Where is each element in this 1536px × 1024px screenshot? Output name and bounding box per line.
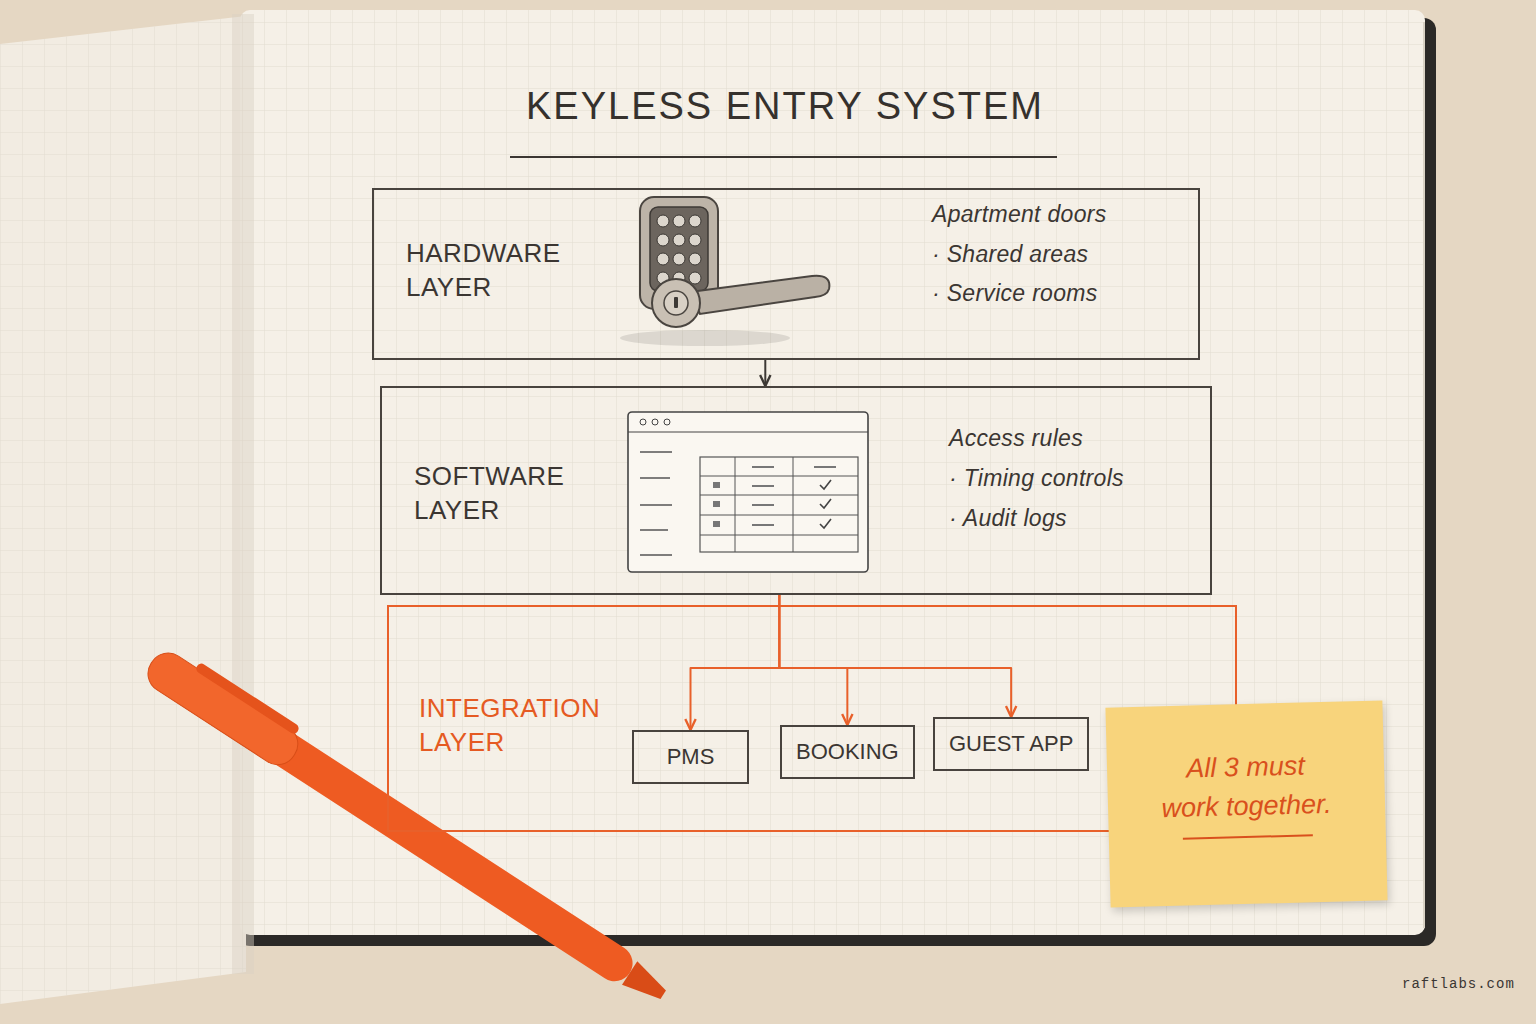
window-bar — [628, 431, 868, 432]
connectors — [691, 360, 1012, 730]
lock-illustration — [620, 197, 829, 346]
layer-item: · Audit logs — [949, 504, 1067, 534]
diagram-title: KEYLESS ENTRY SYSTEM — [526, 84, 1044, 130]
table-square — [713, 501, 720, 507]
system-box: GUEST APP — [933, 717, 1089, 771]
system-name: GUEST APP — [949, 731, 1073, 757]
connector-arrow — [779, 595, 847, 725]
checkmark — [820, 499, 831, 508]
table-dash — [752, 524, 774, 526]
table-row-line — [700, 476, 858, 477]
window-dot — [664, 419, 670, 425]
table-dash — [814, 466, 836, 468]
keypad-button — [689, 234, 701, 246]
table-square — [713, 521, 720, 527]
layer-box: SOFTWARE LAYER Access rules · Timing contr… — [380, 386, 1212, 595]
sidebar-line — [640, 554, 672, 556]
connector-arrow — [691, 595, 780, 730]
lock-cylinder — [664, 291, 688, 315]
layer-item: Access rules — [949, 424, 1083, 454]
table-col-line — [735, 457, 736, 552]
checkmark — [820, 480, 831, 489]
sidebar-line — [640, 477, 670, 479]
keypad-button — [673, 215, 685, 227]
left-page-grid — [0, 16, 246, 1004]
right-page — [240, 10, 1425, 935]
layer-heading: SOFTWARE LAYER — [414, 460, 629, 528]
table-col-line — [793, 457, 794, 552]
connector-arrow — [779, 595, 1011, 717]
table-row-line — [700, 535, 858, 536]
checkmark — [820, 519, 831, 528]
page-edge — [1423, 22, 1425, 928]
dashboard-window — [628, 412, 868, 572]
keypad-button — [689, 253, 701, 265]
table-grid — [700, 457, 858, 552]
window-dot — [640, 419, 646, 425]
left-page — [0, 16, 246, 1004]
keyhole — [674, 297, 678, 308]
lock-shadow — [620, 330, 790, 346]
system-box: PMS — [632, 730, 749, 784]
orange-pen — [141, 640, 678, 1012]
title-underline — [510, 156, 1057, 158]
sticky-note-text: All 3 must work together. — [1154, 746, 1338, 841]
window-dot — [652, 419, 658, 425]
keypad-button — [689, 272, 701, 284]
watermark: raftlabs.com — [1402, 976, 1515, 992]
pen-tip — [622, 961, 671, 1006]
table-row-line — [700, 495, 858, 496]
table-row-line — [700, 515, 858, 516]
right-page-grid — [240, 10, 1425, 935]
pen-clip — [194, 662, 300, 736]
pen-cap — [141, 646, 305, 772]
layer-heading: HARDWARE LAYER — [406, 237, 621, 305]
layer-item: · Shared areas — [932, 240, 1088, 270]
table-marks — [713, 466, 836, 527]
keypad-button — [657, 215, 669, 227]
keypad-button — [673, 253, 685, 265]
checkmarks — [820, 480, 831, 528]
spine-shadow — [232, 14, 254, 974]
sidebar-line — [640, 451, 672, 453]
lock-rose — [652, 279, 700, 327]
layer-item: Apartment doors — [932, 200, 1107, 230]
dashboard-illustration — [628, 412, 868, 572]
table-dash — [752, 485, 774, 487]
data-table — [700, 457, 858, 552]
table-dash — [752, 466, 774, 468]
layer-item: · Service rooms — [932, 279, 1098, 309]
keypad-button — [673, 234, 685, 246]
keypad-button — [657, 253, 669, 265]
keypad-button — [657, 234, 669, 246]
layer-item: · Timing controls — [949, 464, 1124, 494]
connector-arrow — [764, 360, 766, 386]
sticky-note: All 3 must work together. — [1105, 700, 1387, 907]
keypad-button — [689, 215, 701, 227]
table-dash — [752, 504, 774, 506]
table-square — [713, 482, 720, 488]
system-box: BOOKING — [780, 725, 915, 779]
sidebar-line — [640, 529, 668, 531]
keypad-buttons — [657, 215, 701, 284]
system-name: BOOKING — [796, 739, 899, 765]
sidebar-lines — [640, 452, 672, 555]
layer-box: HARDWARE LAYER Apartment doors · Shared ar… — [372, 188, 1200, 360]
lock-lever — [690, 276, 829, 314]
sidebar-line — [640, 504, 672, 506]
system-name: PMS — [648, 744, 733, 770]
layer-heading: INTEGRATION LAYER — [419, 692, 634, 760]
